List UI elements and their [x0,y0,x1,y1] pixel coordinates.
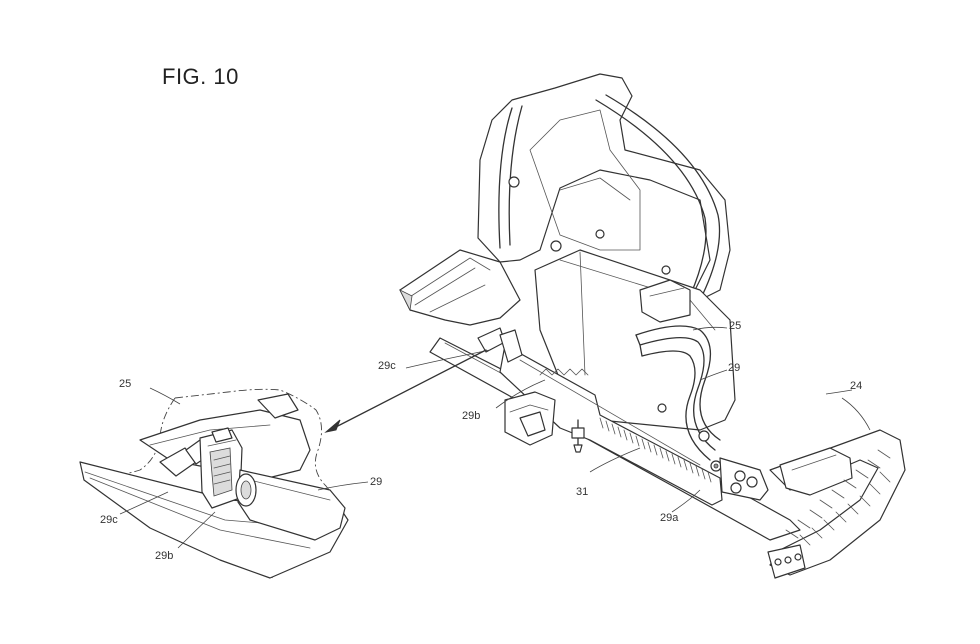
ref-29a: 29a [660,512,679,524]
ref-29c-detail: 29c [100,514,118,526]
ref-29-main: 29 [728,362,741,374]
ref-25-main: 25 [729,320,742,332]
ref-29-detail: 29 [370,476,383,488]
ref-29c-main: 29c [378,360,396,372]
figure-title: FIG. 10 [162,64,239,89]
detail-view [79,387,369,579]
gear-rack [599,417,712,483]
ref-31: 31 [576,486,589,498]
ref-29b-main: 29b [462,410,481,422]
ref-24: 24 [850,380,863,392]
main-assembly [399,73,906,579]
ref-29b-detail: 29b [155,550,174,562]
detail-callout-arrow [324,349,487,433]
ref-25-detail: 25 [119,378,132,390]
